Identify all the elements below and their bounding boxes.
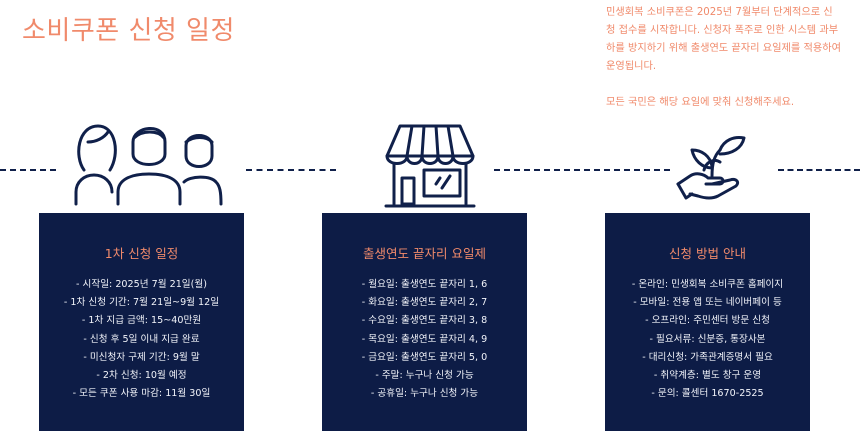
list-item: - 필요서류: 신분증, 통장사본 — [649, 333, 766, 345]
list-item: - 미신청자 구제 기간: 9월 말 — [83, 351, 200, 363]
list-item: - 취약계층: 별도 창구 운영 — [653, 370, 762, 382]
card-list: - 월요일: 출생연도 끝자리 1, 6 - 화요일: 출생연도 끝자리 2, … — [322, 276, 527, 403]
list-item: - 문의: 콜센터 1670-2525 — [651, 388, 764, 400]
intro-paragraph: 민생회복 소비쿠폰은 2025년 7월부터 단계적으로 신청 접수를 시작합니다… — [606, 7, 841, 72]
storefront-icon — [384, 124, 476, 208]
dashed-divider — [0, 169, 56, 171]
card-list: - 온라인: 민생회복 소비쿠폰 홈페이지 - 모바일: 전용 앱 또는 네이버… — [605, 276, 810, 403]
list-item: - 신청 후 5일 이내 지급 완료 — [83, 333, 200, 345]
dashed-divider — [778, 169, 860, 171]
card-title: 신청 방법 안내 — [669, 246, 746, 261]
list-item: - 금요일: 출생연도 끝자리 5, 0 — [361, 351, 488, 363]
info-card-application-method: 신청 방법 안내 - 온라인: 민생회복 소비쿠폰 홈페이지 - 모바일: 전용… — [605, 213, 810, 431]
list-item: - 모바일: 전용 앱 또는 네이버페이 등 — [633, 297, 782, 309]
list-item: - 오프라인: 주민센터 방문 신청 — [645, 315, 770, 327]
info-card-schedule: 1차 신청 일정 - 시작일: 2025년 7월 21일(월) - 1차 신청 … — [39, 213, 244, 431]
page-title: 소비쿠폰 신청 일정 — [22, 16, 235, 46]
list-item: - 1차 지급 금액: 15~40만원 — [81, 315, 202, 327]
list-item: - 온라인: 민생회복 소비쿠폰 홈페이지 — [631, 279, 784, 290]
list-item: - 수요일: 출생연도 끝자리 3, 8 — [361, 315, 488, 327]
list-item: - 대리신청: 가족관계증명서 필요 — [642, 351, 773, 363]
list-item: - 공휴일: 누구나 신청 가능 — [370, 388, 479, 400]
card-title: 출생연도 끝자리 요일제 — [363, 246, 486, 261]
people-group-icon — [74, 124, 223, 206]
dashed-divider — [494, 169, 670, 171]
list-item: - 월요일: 출생연도 끝자리 1, 6 — [361, 279, 488, 290]
list-item: - 1차 신청 기간: 7월 21일~9월 12일 — [63, 297, 220, 309]
dashed-divider — [246, 169, 336, 171]
list-item: - 화요일: 출생연도 끝자리 2, 7 — [361, 297, 488, 309]
info-card-weekday-system: 출생연도 끝자리 요일제 - 월요일: 출생연도 끝자리 1, 6 - 화요일:… — [322, 213, 527, 431]
intro-text: 민생회복 소비쿠폰은 2025년 7월부터 단계적으로 신청 접수를 시작합니다… — [606, 4, 842, 112]
list-item: - 모든 쿠폰 사용 마감: 11월 30일 — [72, 388, 211, 400]
card-title: 1차 신청 일정 — [104, 246, 179, 261]
list-item: - 시작일: 2025년 7월 21일(월) — [76, 279, 207, 290]
list-item: - 목요일: 출생연도 끝자리 4, 9 — [361, 333, 488, 345]
card-list: - 시작일: 2025년 7월 21일(월) - 1차 신청 기간: 7월 21… — [39, 276, 244, 403]
plant-in-hand-icon — [676, 136, 746, 200]
list-item: - 2차 신청: 10월 예정 — [96, 370, 187, 382]
intro-paragraph: 모든 국민은 해당 요일에 맞춰 신청해주세요. — [606, 97, 795, 108]
list-item: - 주말: 누구나 신청 가능 — [375, 370, 474, 382]
